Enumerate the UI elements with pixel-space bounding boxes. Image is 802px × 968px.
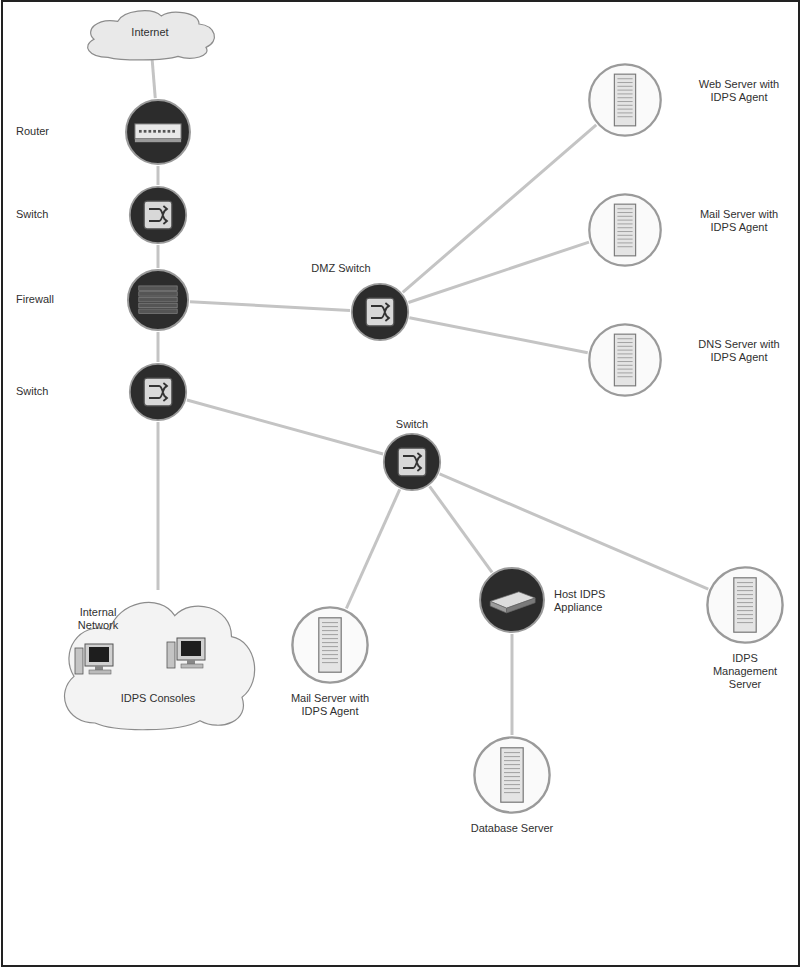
server-node: Web Server with IDPS Agent — [587, 62, 663, 138]
circle-outline — [126, 100, 190, 164]
server-node: Mail Server with IDPS Agent — [587, 192, 663, 268]
node-label: Host IDPS Appliance — [554, 588, 630, 614]
circle-outline — [589, 324, 660, 395]
switch-node: Switch — [128, 362, 188, 422]
server-shape — [587, 62, 663, 138]
node-label: IDPS Consoles — [53, 692, 263, 705]
switch-shape — [128, 362, 188, 422]
switch-node: Switch — [382, 432, 442, 492]
router-node: Router — [124, 98, 192, 166]
server-icon — [707, 567, 782, 642]
node-label: Switch — [16, 208, 96, 221]
node-label: Internet — [80, 26, 220, 39]
server-icon — [589, 194, 660, 265]
switch-shape — [382, 432, 442, 492]
switch-icon — [130, 364, 186, 420]
internal-node: Internal NetworkIDPS Consoles — [53, 590, 263, 730]
switch-node: Switch — [128, 185, 188, 245]
firewall-node: Firewall — [126, 268, 190, 332]
server-shape — [290, 605, 370, 685]
network-link — [408, 242, 589, 302]
network-link — [157, 245, 160, 268]
circle-outline — [589, 64, 660, 135]
network-link — [190, 302, 350, 311]
server-shape — [705, 565, 785, 645]
circle-outline — [130, 364, 186, 420]
node-label: Database Server — [467, 822, 557, 835]
network-link — [511, 634, 514, 735]
computer-symbol — [75, 644, 113, 674]
server-icon — [589, 324, 660, 395]
circle-outline — [707, 567, 782, 642]
server-icon — [474, 737, 549, 812]
switch-icon — [384, 434, 440, 490]
edge-group — [152, 60, 708, 735]
node-label: Internal Network — [63, 606, 133, 632]
circle-outline — [589, 194, 660, 265]
server-shape — [587, 322, 663, 398]
node-label: Switch — [370, 418, 454, 431]
appliance-icon — [480, 568, 544, 632]
node-label: DNS Server with IDPS Agent — [688, 338, 790, 364]
circle-outline — [352, 284, 408, 340]
node-label: DMZ Switch — [296, 262, 386, 275]
server-node: DNS Server with IDPS Agent — [587, 322, 663, 398]
network-link — [440, 474, 709, 589]
network-link — [187, 400, 383, 454]
network-link — [430, 486, 492, 572]
switch-icon — [352, 284, 408, 340]
network-link — [157, 332, 160, 362]
server-node: Database Server — [472, 735, 552, 815]
computer-symbol — [167, 638, 205, 668]
network-link — [157, 166, 160, 185]
network-link — [346, 489, 399, 608]
network-link — [157, 422, 160, 590]
node-label: Router — [16, 125, 96, 138]
router-shape — [124, 98, 192, 166]
router-icon — [126, 100, 190, 164]
server-icon — [292, 607, 367, 682]
firewall-icon — [128, 270, 188, 330]
network-link — [152, 60, 155, 98]
appliance-node: Host IDPS Appliance — [478, 566, 546, 634]
cloud-node: Internet — [80, 6, 220, 60]
server-shape — [472, 735, 552, 815]
server-shape — [587, 192, 663, 268]
circle-outline — [474, 737, 549, 812]
network-link — [403, 125, 597, 293]
node-label: Firewall — [16, 293, 96, 306]
server-icon — [589, 64, 660, 135]
appliance-shape — [478, 566, 546, 634]
server-node: Mail Server with IDPS Agent — [290, 605, 370, 685]
circle-outline — [292, 607, 367, 682]
switch-node: DMZ Switch — [350, 282, 410, 342]
node-label: Switch — [16, 385, 96, 398]
node-label: Mail Server with IDPS Agent — [688, 208, 790, 234]
switch-shape — [350, 282, 410, 342]
switch-icon — [130, 187, 186, 243]
circle-outline — [128, 270, 188, 330]
node-label: Web Server with IDPS Agent — [688, 78, 790, 104]
server-node: IDPS Management Server — [705, 565, 785, 645]
network-link — [409, 318, 587, 353]
firewall-shape — [126, 268, 190, 332]
circle-outline — [130, 187, 186, 243]
circle-outline — [384, 434, 440, 490]
circle-outline — [480, 568, 544, 632]
switch-shape — [128, 185, 188, 245]
node-label: Mail Server with IDPS Agent — [285, 692, 375, 718]
node-label: IDPS Management Server — [700, 652, 790, 691]
